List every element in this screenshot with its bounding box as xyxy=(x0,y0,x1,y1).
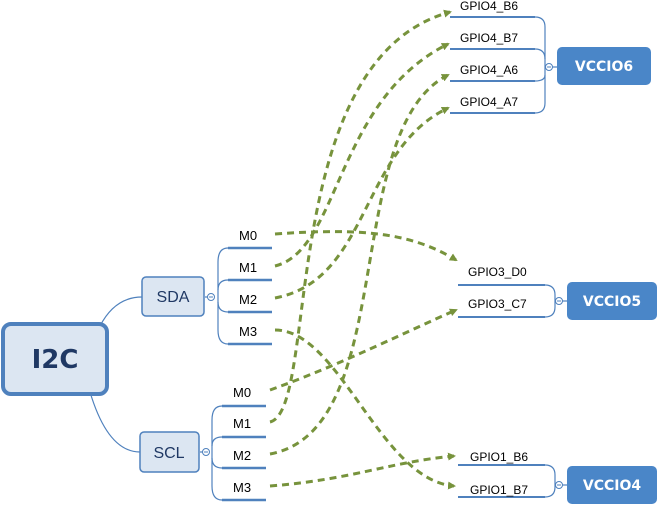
pin-label[interactable]: GPIO3_C7 xyxy=(468,297,527,311)
root-branch-lines xyxy=(89,296,143,453)
pin-underlines xyxy=(450,16,545,498)
pin-label[interactable]: GPIO4_B7 xyxy=(460,31,518,45)
sda-modes: M0 M1 M2 M3 xyxy=(239,228,257,339)
bus-node-sda[interactable]: SDA xyxy=(141,276,205,317)
pin-label[interactable]: GPIO1_B7 xyxy=(470,483,528,497)
pin-label[interactable]: GPIO4_B6 xyxy=(460,0,518,13)
mode-label[interactable]: M3 xyxy=(233,480,251,495)
mode-label[interactable]: M2 xyxy=(239,292,257,307)
vccio5-pins: GPIO3_D0 GPIO3_C7 xyxy=(468,265,527,311)
mode-underlines xyxy=(222,246,272,502)
mode-label[interactable]: M1 xyxy=(233,416,251,431)
vccio6-pins: GPIO4_B6 GPIO4_B7 GPIO4_A6 GPIO4_A7 xyxy=(460,0,518,109)
domain-label-vccio5: VCCIO5 xyxy=(583,294,641,310)
connector-arrows xyxy=(269,9,458,490)
bus-brackets xyxy=(200,16,567,501)
mode-label[interactable]: M2 xyxy=(233,448,251,463)
connector-scl-m3 xyxy=(269,452,456,488)
domain-label-vccio6: VCCIO6 xyxy=(575,59,633,75)
bus-label-sda: SDA xyxy=(157,289,190,306)
domain-node-vccio4[interactable]: VCCIO4 xyxy=(567,466,657,504)
bus-label-scl: SCL xyxy=(153,445,184,462)
connector-sda-m0 xyxy=(274,230,458,262)
scl-modes: M0 M1 M2 M3 xyxy=(233,385,251,495)
mode-label[interactable]: M1 xyxy=(239,260,257,275)
pin-label[interactable]: GPIO1_B6 xyxy=(470,450,528,464)
root-label: I2C xyxy=(32,345,79,375)
connector-sda-m1 xyxy=(274,42,450,268)
connector-scl-m1 xyxy=(269,9,452,424)
domain-label-vccio4: VCCIO4 xyxy=(583,478,641,494)
mode-label[interactable]: M3 xyxy=(239,324,257,339)
pin-label[interactable]: GPIO4_A7 xyxy=(460,95,518,109)
collapse-minus-marks xyxy=(204,66,561,486)
root-node-i2c[interactable]: I2C xyxy=(1,322,109,396)
domain-node-vccio5[interactable]: VCCIO5 xyxy=(567,282,657,320)
connector-scl-m2 xyxy=(269,73,450,456)
connector-sda-m2 xyxy=(274,106,450,300)
mode-label[interactable]: M0 xyxy=(239,228,257,243)
bus-node-scl[interactable]: SCL xyxy=(139,431,200,473)
connector-scl-m0 xyxy=(269,308,458,392)
connector-sda-m3 xyxy=(274,328,456,490)
vccio4-pins: GPIO1_B6 GPIO1_B7 xyxy=(470,450,528,497)
domain-node-vccio6[interactable]: VCCIO6 xyxy=(557,47,651,85)
pin-label[interactable]: GPIO4_A6 xyxy=(460,63,518,77)
mode-label[interactable]: M0 xyxy=(233,385,251,400)
pin-label[interactable]: GPIO3_D0 xyxy=(468,265,527,279)
